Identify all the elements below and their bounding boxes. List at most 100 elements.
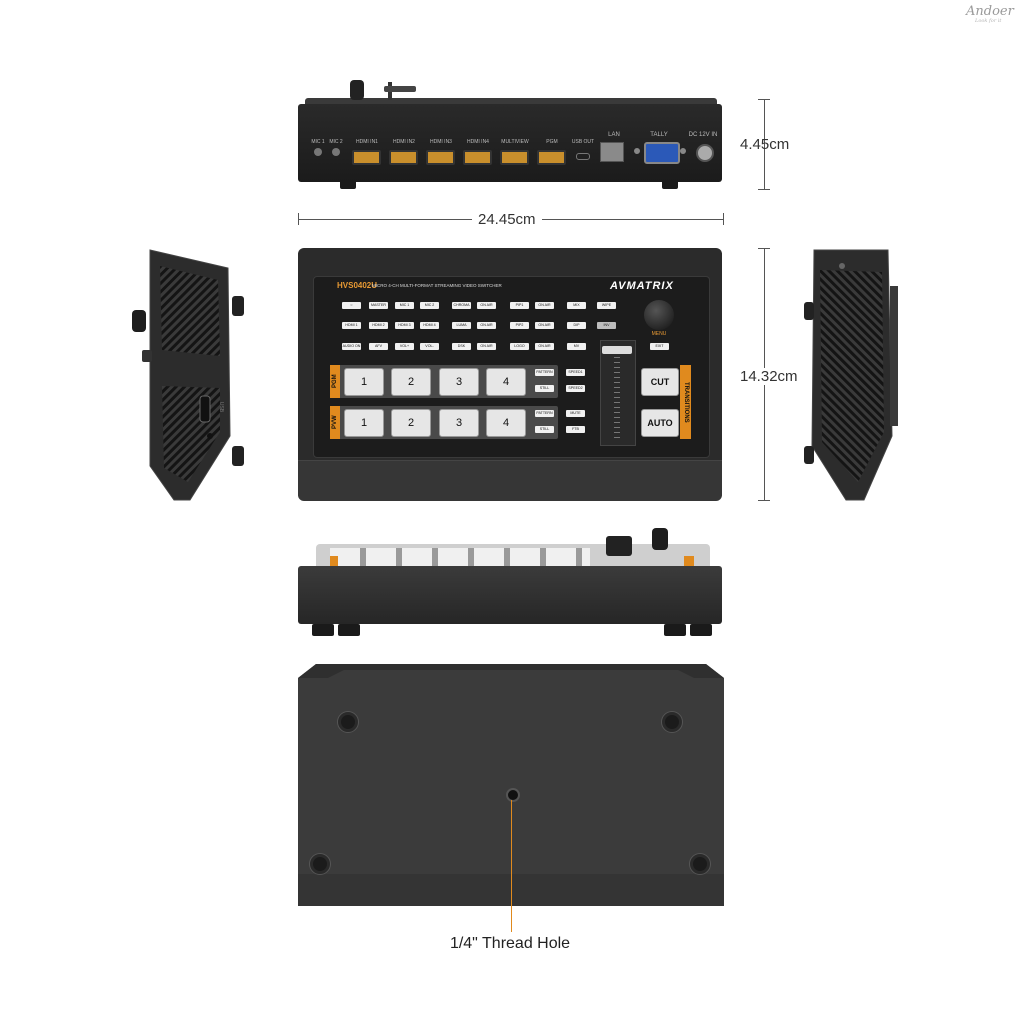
key-hdmi4[interactable]: HDMI 4 [420,322,439,329]
key-dsk[interactable]: DSK [452,343,471,350]
t-bar-handle[interactable] [602,346,632,354]
screw-icon [634,148,640,154]
key-chroma[interactable]: CHROMA [452,302,471,309]
hdmi-port-icon [426,150,455,165]
key-mic1[interactable]: MIC 1 [395,302,414,309]
auto-button[interactable]: AUTO [641,409,679,437]
key-hdmi3[interactable]: HDMI 3 [395,322,414,329]
hdmi-port-icon [389,150,418,165]
key-vol-up[interactable]: VOL+ [395,343,414,350]
key-on-air[interactable]: ON AIR [477,322,496,329]
key-pip1[interactable]: PIP1 [510,302,529,309]
pvw-button-3[interactable]: 3 [439,409,479,437]
rubber-foot [312,624,334,636]
pvw-button-4[interactable]: 4 [486,409,526,437]
avmatrix-logo: AVMATRIX [610,280,674,292]
key-on-air[interactable]: ON AIR [535,322,554,329]
key-speed2[interactable]: SPEED2 [566,385,585,392]
key-mix[interactable]: MIX [567,302,586,309]
key-wipe[interactable]: WIPE [597,302,616,309]
mic2-jack-icon [332,148,340,156]
thread-hole-caption: 1/4" Thread Hole [449,935,571,952]
dim-tick [723,213,724,225]
key-exit[interactable]: EXIT [650,343,669,350]
dc-jack-icon [696,144,714,162]
tally-label: TALLY [650,132,668,138]
brand-tagline: Look for it [975,18,1002,24]
foot-screw-icon [310,854,330,874]
knob-icon [350,80,364,100]
pgm-tab: PGM [330,365,340,398]
orange-indicator [330,556,338,566]
key-speed1[interactable]: SPEED1 [566,369,585,376]
menu-knob[interactable] [644,300,674,330]
key-hdmi2[interactable]: HDMI 2 [369,322,388,329]
side-usb-label: USB [218,401,224,413]
dim-tick [298,213,299,225]
pvw-button-1[interactable]: 1 [344,409,384,437]
brand-logo: Andoer [966,4,1014,19]
power-key[interactable]: ○ [342,302,361,309]
pgm-button-1[interactable]: 1 [344,368,384,396]
key-mic2[interactable]: MIC 2 [420,302,439,309]
pgm-label: PGM [546,139,558,145]
fader-cap [384,86,416,92]
hdmi-port-icon [500,150,529,165]
key-pip2[interactable]: PIP2 [510,322,529,329]
key-mv[interactable]: MV [567,343,586,350]
key-logo[interactable]: LOGO [510,343,529,350]
pgm-button-3[interactable]: 3 [439,368,479,396]
menu-label: MENU [651,331,667,337]
foot-screw-icon [662,712,682,732]
key-on-air[interactable]: ON AIR [477,343,496,350]
key-master[interactable]: MASTER [369,302,388,309]
key-still[interactable]: STILL [535,385,554,392]
thread-hole-icon [506,788,520,802]
rear-top-edge [305,98,717,108]
cut-button[interactable]: CUT [641,368,679,396]
t-bar-scale [614,352,620,440]
key-hdmi1[interactable]: HDMI 1 [342,322,361,329]
key-on-air[interactable]: ON AIR [477,302,496,309]
width-dimension: 24.45cm [472,211,542,228]
key-pattern[interactable]: PATTERN [535,410,554,417]
key-on-air[interactable]: ON AIR [535,302,554,309]
mic1-label: MIC 1 [311,139,325,145]
mic2-label: MIC 2 [329,139,343,145]
rubber-foot [690,624,712,636]
pgm-button-2[interactable]: 2 [391,368,431,396]
key-dip[interactable]: DIP [567,322,586,329]
t-bar-edge [606,536,632,556]
key-on-air[interactable]: ON AIR [535,343,554,350]
screw-icon [680,148,686,154]
key-pattern[interactable]: PATTERN [535,369,554,376]
rubber-foot [664,624,686,636]
transitions-tab: TRANSITIONS [680,365,691,439]
foot-screw-icon [338,712,358,732]
dc-in-label: DC 12V IN [688,132,718,138]
pgm-button-4[interactable]: 4 [486,368,526,396]
key-vol-down[interactable]: VOL- [420,343,439,350]
right-side-view [804,249,898,501]
key-still[interactable]: STILL [535,426,554,433]
model-subtitle: MICRO 4-CH MULTI-FORMAT STREAMING VIDEO … [372,283,502,288]
key-luma[interactable]: LUMA [452,322,471,329]
mic1-jack-icon [314,148,322,156]
key-mute[interactable]: MUTE [566,410,585,417]
multiview-label: MULTIVIEW [501,139,529,145]
left-side-view [132,249,244,501]
hdmi-in4-label: HDMI IN4 [467,139,489,145]
callout-line [511,800,512,932]
key-inv[interactable]: INV [597,322,616,329]
hdmi-in3-label: HDMI IN3 [430,139,452,145]
pvw-button-2[interactable]: 2 [391,409,431,437]
hdmi-port-icon [537,150,566,165]
hdmi-port-icon [352,150,381,165]
orange-indicator [684,556,694,566]
key-audio-on[interactable]: AUDIO ON [342,343,361,350]
dim-line [764,99,765,189]
model-name: HVS0402U [337,281,378,290]
key-ftb[interactable]: FTB [566,426,585,433]
lan-label: LAN [608,132,620,138]
key-afv[interactable]: AFV [369,343,388,350]
